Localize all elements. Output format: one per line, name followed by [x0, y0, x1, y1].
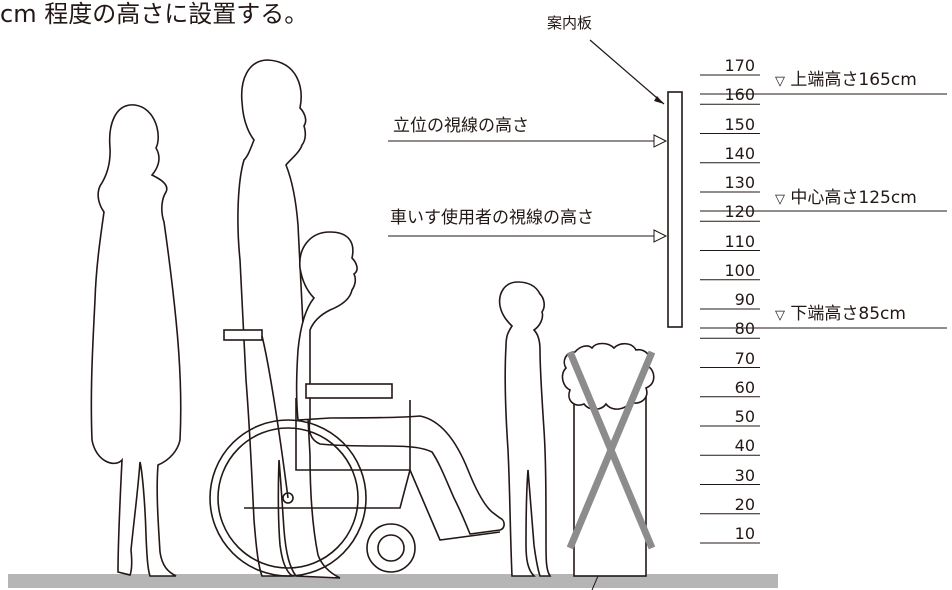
- marker-top-label: 上端高さ165cm: [790, 70, 917, 90]
- wheelchair-hub: [282, 492, 294, 504]
- ground: [8, 574, 778, 588]
- woman-figure: [90, 104, 182, 577]
- wheelchair-caster-outer: [366, 523, 416, 573]
- top-caption: cm 程度の高さに設置する。: [0, 0, 309, 28]
- sign-board: [667, 91, 683, 328]
- marker-bottom: ▽ 下端高さ85cm: [775, 306, 906, 323]
- wheelchair-armrest: [305, 383, 393, 399]
- scale-tick-160: 160: [724, 85, 755, 105]
- wheelchair-side-frame: [295, 398, 411, 471]
- wheelchair-lower-frame: [244, 469, 411, 509]
- scale-tick-60: 60: [734, 377, 755, 397]
- scale-tick-130: 130: [724, 173, 755, 192]
- scale-tick-120: 120: [724, 202, 755, 222]
- scale-tick-100: 100: [724, 260, 755, 280]
- wheelchair-back-frame: [261, 335, 289, 499]
- marker-center-symbol: ▽: [775, 192, 785, 207]
- marker-center: ▽ 中心高さ125cm: [775, 190, 917, 207]
- marker-top: ▽ 上端高さ165cm: [775, 72, 917, 89]
- wheelchair: [209, 329, 501, 577]
- sign-leader-arrow: [654, 96, 664, 104]
- standing-eye-level-label: 立位の視線の高さ: [393, 116, 529, 136]
- child-figure: [498, 281, 552, 577]
- sign-label: 案内板: [547, 14, 593, 32]
- scale-tick-40: 40: [734, 436, 755, 456]
- wheelchair-eye-level-label: 車いす使用者の視線の高さ: [390, 208, 594, 228]
- wheelchair-eye-arrow: [653, 229, 668, 243]
- wheelchair-caster-inner: [377, 534, 405, 562]
- marker-bottom-label: 下端高さ85cm: [790, 304, 906, 324]
- wheelchair-big-wheel-inner: [217, 427, 359, 569]
- marker-bottom-symbol: ▽: [775, 308, 785, 323]
- wheelchair-user-figure: [295, 231, 505, 535]
- scale-tick-90: 90: [734, 290, 755, 309]
- wheelchair-big-wheel-outer: [209, 419, 367, 577]
- man-figure: [237, 59, 341, 579]
- sign-leader-line: [589, 39, 665, 105]
- marker-top-symbol: ▽: [775, 74, 785, 89]
- standing-eye-arrow: [653, 134, 668, 148]
- scale-tick-50: 50: [734, 407, 755, 426]
- scale-tick-150: 150: [724, 114, 755, 134]
- planter-cross-b: [566, 350, 656, 550]
- wheelchair-footrest: [409, 469, 501, 541]
- scale-tick-70: 70: [734, 348, 755, 368]
- scale-tick-170: 170: [724, 56, 755, 75]
- scale-tick-30: 30: [734, 465, 755, 485]
- scale-tick-lines: [700, 74, 760, 544]
- planter-leader-line: [591, 575, 599, 590]
- scale-tick-10: 10: [734, 524, 755, 543]
- planter: [561, 342, 656, 590]
- scale-tick-140: 140: [724, 143, 755, 163]
- scale-tick-80: 80: [734, 319, 755, 339]
- planter-box: [573, 387, 647, 577]
- wheelchair-handle: [223, 329, 263, 341]
- marker-center-label: 中心高さ125cm: [790, 188, 917, 208]
- scale-tick-110: 110: [724, 231, 755, 251]
- scale-tick-20: 20: [734, 494, 755, 514]
